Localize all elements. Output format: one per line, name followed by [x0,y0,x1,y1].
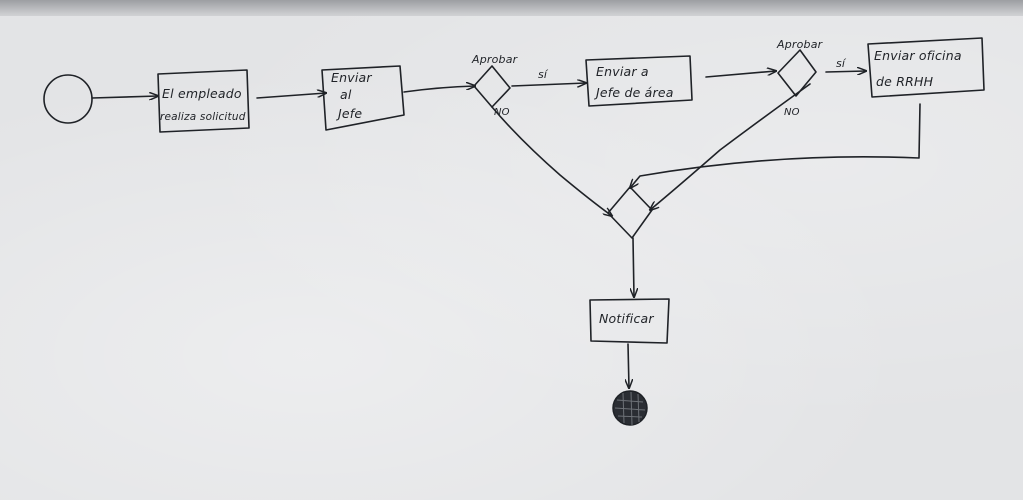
rrhh-line2: de RRHH [876,74,934,89]
edge-notificar-end [628,343,629,388]
box-notificar [589,298,670,344]
empleado-line1: El empleado [162,86,242,101]
whiteboard [0,16,1023,500]
edge-empleado-jefe [256,93,326,99]
edge-merge-notificar [633,237,634,297]
rrhh-line1: Enviar oficina [874,48,962,63]
edge-start-empleado [91,96,158,98]
edge-decision2-merge [650,83,811,210]
jefe-line2: al [340,87,352,102]
start-node [43,74,93,124]
edge-label-no-1: NO [494,107,510,118]
edge-label-no-2: NO [784,107,800,118]
merge-node [607,186,653,239]
edge-area-decision2 [705,71,776,78]
box-jefe-area [585,55,693,107]
decision-1 [473,65,511,108]
area-line1: Enviar a [596,64,649,79]
end-node [612,390,648,426]
decision-1-label: Aprobar [471,53,519,66]
jefe-line1: Enviar [331,70,372,85]
jefe-line3: Jefe [335,106,362,121]
box-empleado [157,69,250,133]
empleado-line2: realiza solicitud [160,111,246,123]
edge-decision2-rrhh [825,71,866,72]
decision-2-label: Aprobar [776,38,824,51]
notificar-line1: Notificar [599,311,654,326]
decision-2 [777,49,817,97]
area-line2: Jefe de área [593,85,674,100]
box-jefe [321,65,405,131]
edge-label-si-1: sí [538,68,549,81]
edge-jefe-decision1 [403,86,475,93]
edge-label-si-2: sí [836,57,847,70]
edge-decision1-area [511,83,586,86]
box-rrhh [867,37,985,98]
edge-rrhh-merge [630,103,921,188]
edge-decision1-merge [491,106,612,216]
